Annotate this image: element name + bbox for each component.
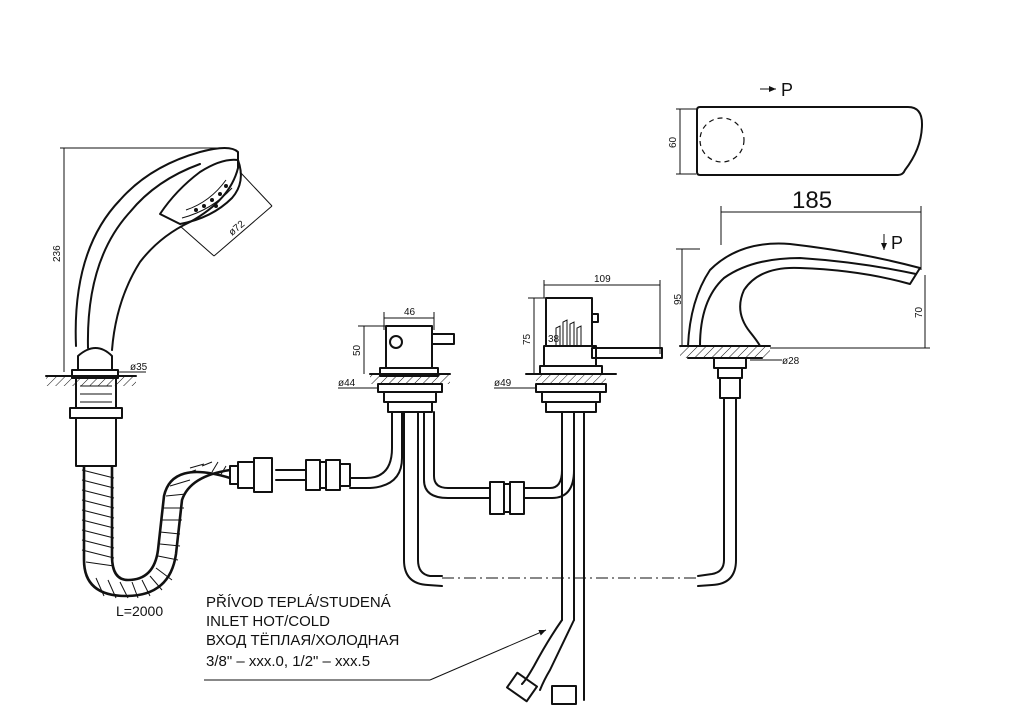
dim-spout-dia: ø28 bbox=[782, 356, 800, 367]
spout-side-view: 185 P 95 70 ø28 bbox=[673, 187, 930, 587]
dim-95: 95 bbox=[673, 293, 684, 305]
dim-60: 60 bbox=[668, 136, 679, 148]
mixing-valve: 109 75 38 ø49 bbox=[494, 274, 663, 705]
hose-connectors bbox=[229, 457, 351, 493]
inlet-note-line2: INLET HOT/COLD bbox=[206, 613, 330, 630]
dim-75: 75 bbox=[522, 333, 533, 345]
dim-50: 50 bbox=[352, 344, 363, 356]
hand-shower: 236 ø72 ø35 bbox=[45, 147, 273, 467]
dim-holder-dia: ø35 bbox=[130, 362, 148, 373]
inlet-note: PŘÍVOD TEPLÁ/STUDENÁ INLET HOT/COLD ВХОД… bbox=[204, 594, 547, 681]
view-label-p-side: P bbox=[891, 233, 903, 253]
dim-236: 236 bbox=[52, 245, 63, 262]
spiral-hose bbox=[81, 461, 231, 599]
inlet-note-line4: 3/8" – xxx.0, 1/2" – xxx.5 bbox=[206, 653, 370, 670]
dim-diverter-dia: ø44 bbox=[338, 378, 356, 389]
dim-46: 46 bbox=[404, 307, 416, 318]
dim-185: 185 bbox=[792, 187, 832, 214]
temp-mark: 38 bbox=[548, 334, 560, 345]
hose-length-label: L=2000 bbox=[116, 603, 163, 619]
view-label-p-top: P bbox=[781, 80, 793, 100]
dim-valve-dia: ø49 bbox=[494, 378, 512, 389]
spout-top-view: 60 P bbox=[668, 80, 923, 176]
inlet-note-line3: ВХОД ТЁПЛАЯ/ХОЛОДНАЯ bbox=[206, 632, 399, 649]
dim-109: 109 bbox=[594, 274, 611, 285]
connector-valve-diverter bbox=[489, 411, 575, 515]
dim-shower-head: ø72 bbox=[227, 219, 248, 239]
diverter: 46 50 ø44 bbox=[338, 307, 491, 587]
dim-70: 70 bbox=[914, 306, 925, 318]
inlet-note-line1: PŘÍVOD TEPLÁ/STUDENÁ bbox=[206, 594, 391, 611]
